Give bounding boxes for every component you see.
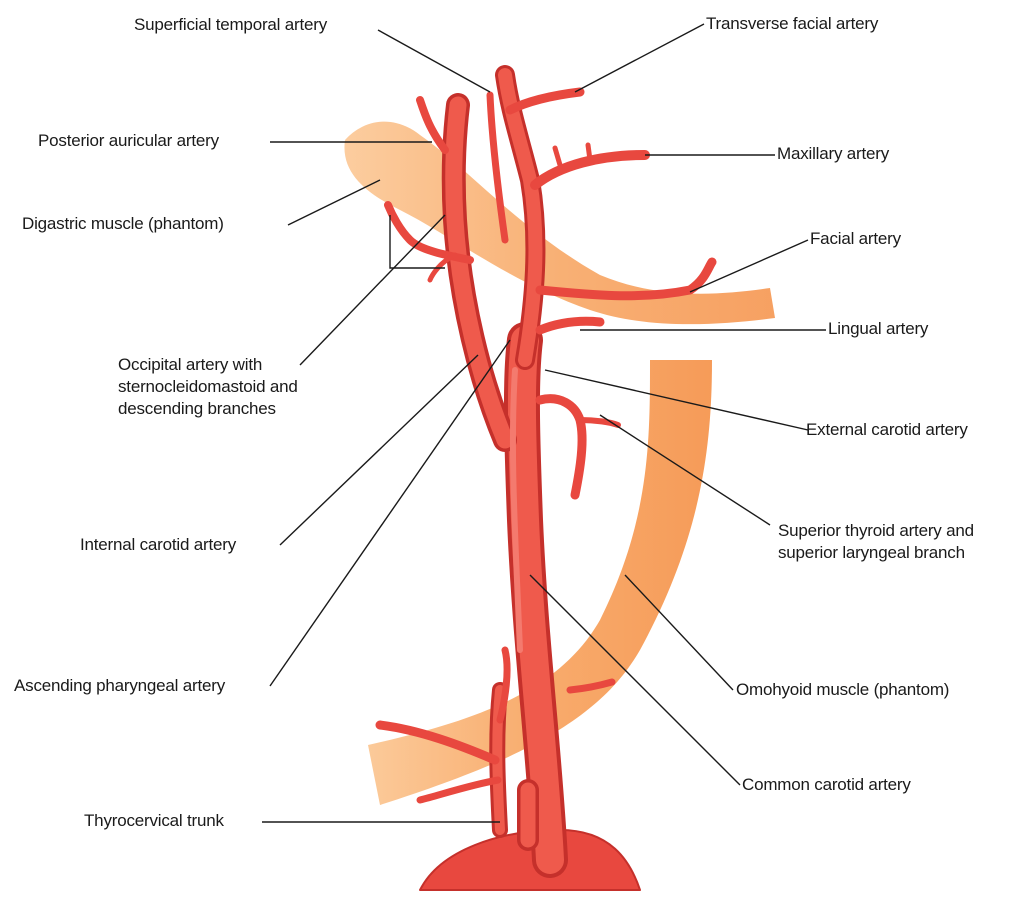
label-external-carotid-artery: External carotid artery [806, 419, 968, 441]
leader-occipital [300, 215, 445, 365]
leader-digastric [288, 180, 380, 225]
label-posterior-auricular-artery: Posterior auricular artery [38, 130, 219, 152]
label-omohyoid-muscle: Omohyoid muscle (phantom) [736, 679, 949, 701]
label-superficial-temporal-artery: Superficial temporal artery [134, 14, 327, 36]
leader-transverse-facial [575, 24, 704, 92]
label-ascending-pharyngeal-artery: Ascending pharyngeal artery [14, 675, 225, 697]
label-superior-thyroid-artery: Superior thyroid artery and superior lar… [778, 520, 974, 564]
label-facial-artery: Facial artery [810, 228, 901, 250]
label-internal-carotid-artery: Internal carotid artery [80, 534, 236, 556]
label-maxillary-artery: Maxillary artery [777, 143, 889, 165]
leader-superficial-temporal [378, 30, 490, 92]
label-transverse-facial-artery: Transverse facial artery [706, 13, 878, 35]
label-digastric-muscle: Digastric muscle (phantom) [22, 213, 224, 235]
leader-ascending-pharyngeal [270, 340, 510, 686]
label-thyrocervical-trunk: Thyrocervical trunk [84, 810, 224, 832]
label-lingual-artery: Lingual artery [828, 318, 928, 340]
label-common-carotid-artery: Common carotid artery [742, 774, 911, 796]
label-occipital-artery: Occipital artery with sternocleidomastoi… [118, 354, 298, 420]
leader-internal-carotid [280, 355, 478, 545]
